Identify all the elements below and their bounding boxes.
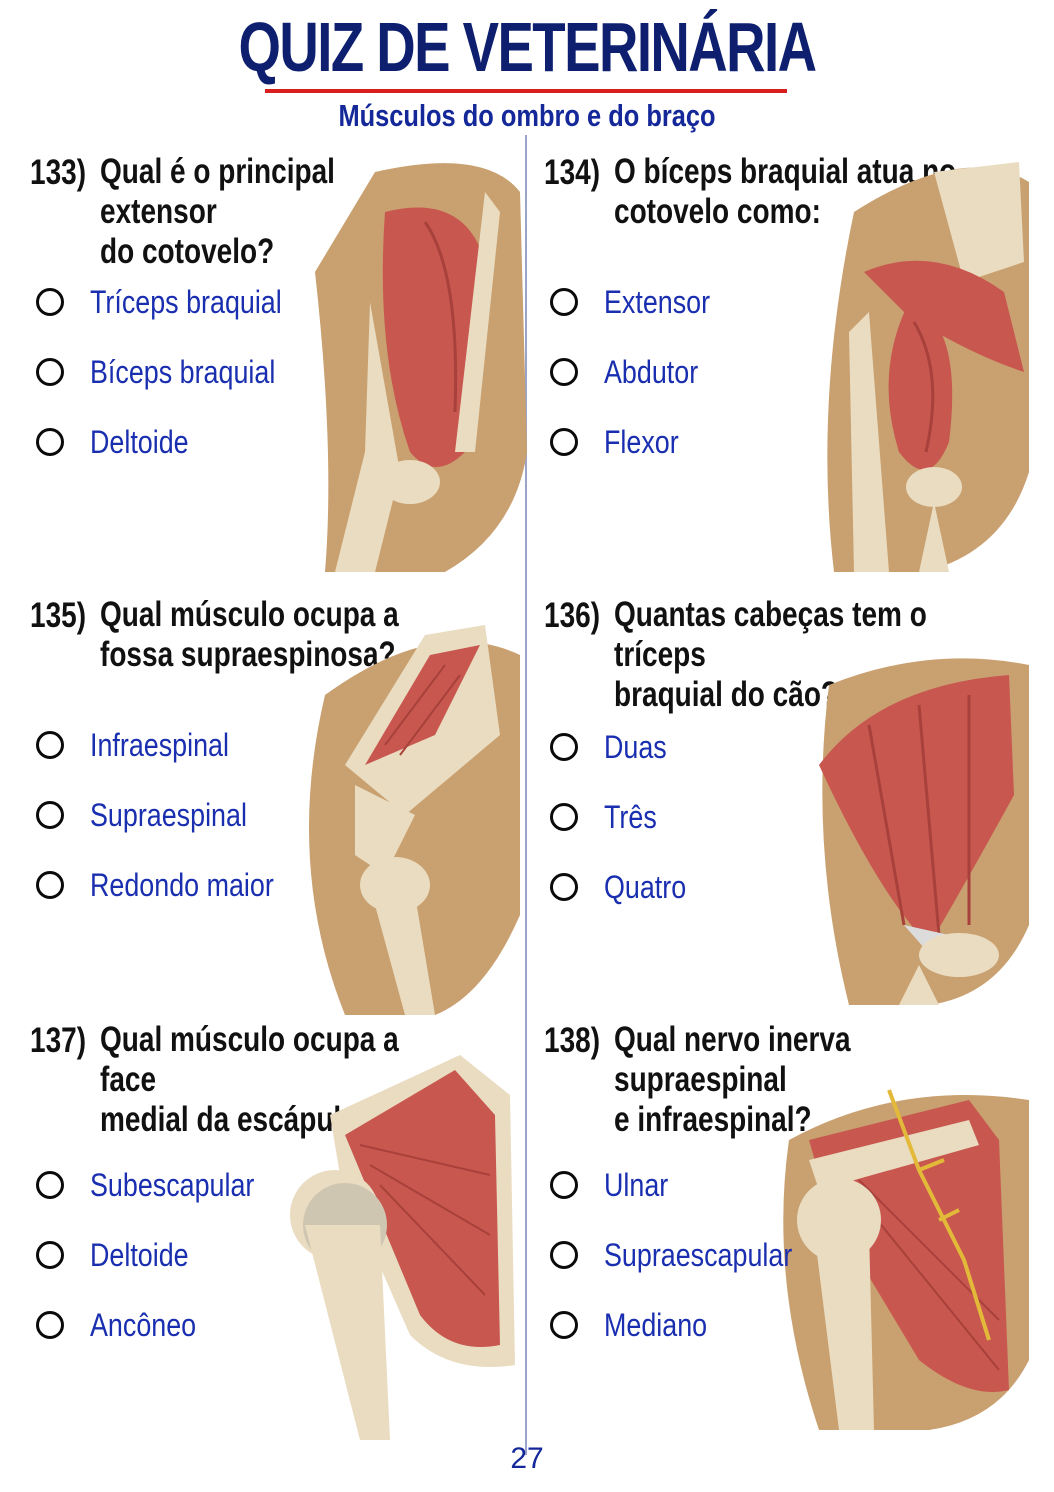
option-row[interactable]: Bíceps braquial (36, 352, 311, 392)
option-row[interactable]: Ulnar (550, 1165, 680, 1205)
option-row[interactable]: Deltoide (36, 1235, 207, 1275)
option-row[interactable]: Tríceps braquial (36, 282, 318, 322)
option-label: Infraespinal (90, 726, 229, 763)
option-row[interactable]: Mediano (550, 1305, 727, 1345)
question-text: Quantas cabeças tem o tríceps braquial d… (614, 595, 927, 714)
question-136: 136) Quantas cabeças tem o tríceps braqu… (544, 595, 1044, 1035)
option-label: Mediano (604, 1306, 708, 1343)
option-row[interactable]: Três (550, 797, 667, 837)
option-row[interactable]: Ancôneo (36, 1305, 216, 1345)
option-row[interactable]: Flexor (550, 422, 693, 462)
radio-button[interactable] (550, 1241, 578, 1269)
radio-button[interactable] (550, 873, 578, 901)
question-number: 134) (544, 153, 601, 192)
option-row[interactable]: Redondo maior (36, 865, 309, 905)
option-label: Duas (604, 728, 667, 765)
radio-button[interactable] (36, 428, 64, 456)
page-number: 27 (510, 1442, 544, 1475)
option-label: Bíceps braquial (90, 353, 276, 390)
radio-button[interactable] (36, 801, 64, 829)
option-row[interactable]: Subescapular (36, 1165, 286, 1205)
option-label: Abdutor (604, 353, 699, 390)
question-number: 135) (30, 596, 87, 635)
triceps-heads-illustration (819, 658, 1029, 1005)
question-text: Qual nervo inerva supraespinal e infraes… (614, 1020, 851, 1139)
option-row[interactable]: Deltoide (36, 422, 207, 462)
radio-button[interactable] (550, 358, 578, 386)
question-135: 135) Qual músculo ocupa a fossa supraesp… (30, 595, 530, 1035)
option-label: Redondo maior (90, 866, 274, 903)
question-text: Qual músculo ocupa a fossa supraespinosa… (100, 595, 399, 674)
option-row[interactable]: Abdutor (550, 352, 716, 392)
radio-button[interactable] (36, 288, 64, 316)
radio-button[interactable] (550, 1311, 578, 1339)
option-label: Subescapular (90, 1166, 255, 1203)
radio-button[interactable] (550, 1171, 578, 1199)
question-138: 138) Qual nervo inerva supraespinal e in… (544, 1020, 1044, 1460)
option-label: Supraespinal (90, 796, 247, 833)
option-row[interactable]: Extensor (550, 282, 730, 322)
option-row[interactable]: Supraespinal (36, 795, 277, 835)
radio-button[interactable] (36, 358, 64, 386)
question-number: 133) (30, 153, 87, 192)
radio-button[interactable] (36, 731, 64, 759)
subscapularis-illustration (290, 1055, 515, 1440)
option-label: Três (604, 798, 657, 835)
option-row[interactable]: Duas (550, 727, 679, 767)
option-row[interactable]: Supraescapular (550, 1235, 828, 1275)
question-text: O bíceps braquial atua no cotovelo como: (614, 152, 956, 231)
option-label: Deltoide (90, 423, 189, 460)
page-title: QUIZ DE VETERINÁRIA (238, 8, 817, 86)
question-137: 137) Qual músculo ocupa a face medial da… (30, 1020, 530, 1460)
biceps-illustration (827, 162, 1029, 572)
option-label: Supraescapular (604, 1236, 793, 1273)
question-134: 134) O bíceps braquial atua no cotovelo … (544, 152, 1044, 592)
radio-button[interactable] (550, 428, 578, 456)
option-label: Ulnar (604, 1166, 669, 1203)
radio-button[interactable] (36, 871, 64, 899)
option-row[interactable]: Infraespinal (36, 725, 255, 765)
radio-button[interactable] (550, 288, 578, 316)
question-133: 133) Qual é o principal extensor do coto… (30, 152, 530, 592)
option-label: Ancôneo (90, 1306, 197, 1343)
option-label: Deltoide (90, 1236, 189, 1273)
question-number: 137) (30, 1021, 87, 1060)
question-number: 138) (544, 1021, 601, 1060)
option-label: Tríceps braquial (90, 283, 282, 320)
option-label: Quatro (604, 868, 687, 905)
radio-button[interactable] (36, 1171, 64, 1199)
triceps-illustration (315, 163, 527, 572)
radio-button[interactable] (36, 1241, 64, 1269)
radio-button[interactable] (550, 733, 578, 761)
option-label: Extensor (604, 283, 711, 320)
scapula-supraspinatus-illustration (309, 625, 520, 1015)
title-underline (265, 89, 787, 93)
question-text: Qual é o principal extensor do cotovelo? (100, 152, 335, 271)
radio-button[interactable] (36, 1311, 64, 1339)
question-text: Qual músculo ocupa a face medial da escá… (100, 1020, 399, 1139)
option-label: Flexor (604, 423, 679, 460)
column-divider (525, 135, 527, 1455)
option-row[interactable]: Quatro (550, 867, 702, 907)
question-number: 136) (544, 596, 601, 635)
radio-button[interactable] (550, 803, 578, 831)
page-subtitle: Músculos do ombro e do braço (338, 98, 716, 133)
suprascapular-nerve-illustration (783, 1089, 1029, 1430)
